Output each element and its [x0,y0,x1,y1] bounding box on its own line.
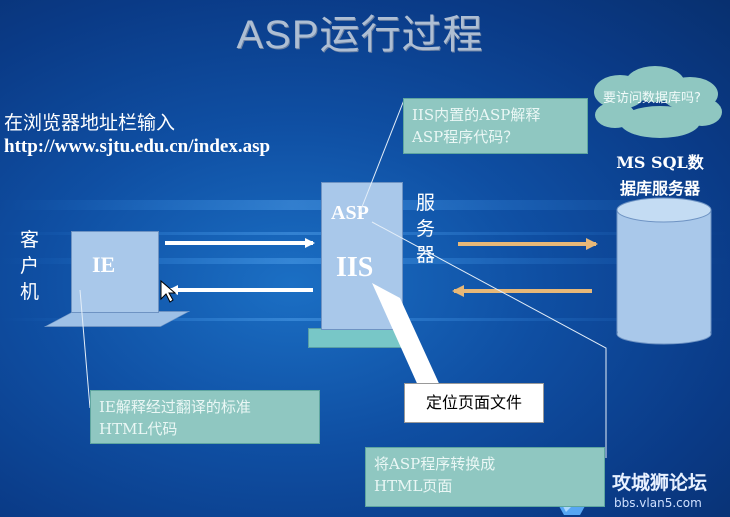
url-text: http://www.sjtu.edu.cn/index.asp [4,136,271,157]
callout-asp-line1: 将ASP程序转换成 [374,455,496,473]
intro-text: 在浏览器地址栏输入 [4,112,176,134]
locate-pointer [372,283,442,390]
cloud-text: 要访问数据库吗? [603,91,701,106]
database-label-line1: MS SQL数 [616,153,704,172]
database-label-line2: 据库服务器 [619,179,700,198]
leader-ie [79,289,91,409]
database-cylinder-icon [616,197,712,345]
callout-ie: IE解释经过翻译的标准 HTML代码 [90,390,320,444]
watermark-url: bbs.vlan5.com [614,496,702,510]
callout-iis-line1: IIS内置的ASP解释 [412,106,541,124]
callout-asp-line2: HTML页面 [374,477,453,495]
watermark-text: 攻城狮论坛 [612,472,708,494]
callout-iis: IIS内置的ASP解释 ASP程序代码？ [403,98,588,154]
callout-ie-line2: HTML代码 [99,420,178,438]
client-label: 客户机 [20,229,40,303]
page-title: ASP运行过程 [236,13,484,57]
callout-asp-convert: 将ASP程序转换成 HTML页面 [365,447,605,507]
leader-iis [359,99,405,213]
laptop-screen [71,231,159,313]
leader-asp [371,221,607,458]
callout-iis-line2: ASP程序代码？ [412,128,519,146]
server-label: 服务器 [416,192,436,266]
database-label: MS SQL数 据库服务器 [590,150,730,202]
callout-locate-file: 定位页面文件 [404,383,544,423]
thought-cloud-icon [564,66,722,141]
asp-label: ASP [331,202,369,224]
ie-label: IE [92,252,116,277]
callout-ie-line1: IE解释经过翻译的标准 [99,398,251,416]
iis-label: IIS [336,252,374,283]
